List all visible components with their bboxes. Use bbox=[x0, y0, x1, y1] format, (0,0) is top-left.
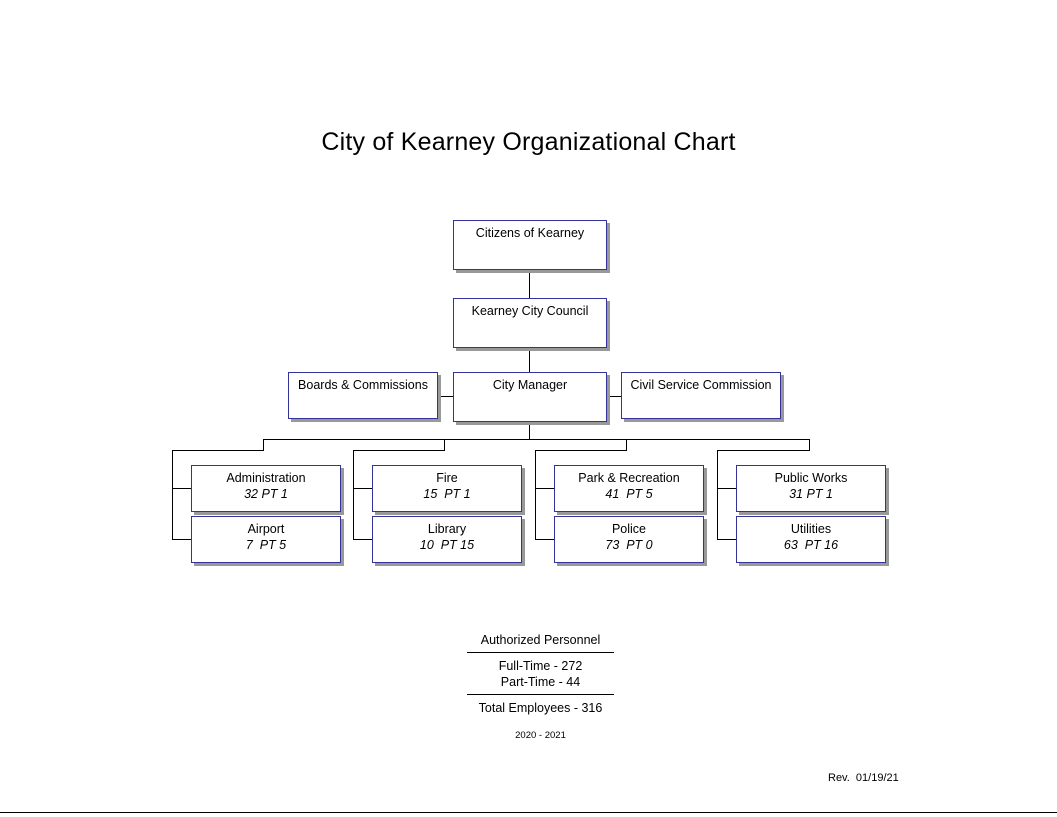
connector-column-2-stub-2 bbox=[353, 539, 373, 540]
summary-part-time: Part-Time - 44 bbox=[500, 675, 581, 689]
connector-column-2-spine bbox=[353, 450, 354, 540]
department-name: Police bbox=[611, 522, 647, 536]
node-label: City Manager bbox=[492, 378, 568, 392]
connector-column-4-stub-2 bbox=[717, 539, 737, 540]
connector-column-1-spine bbox=[172, 450, 173, 540]
summary-divider-bottom bbox=[467, 694, 614, 695]
summary-total-employees: Total Employees - 316 bbox=[478, 701, 603, 715]
authorized-personnel-summary: Authorized Personnel Full-Time - 272 Par… bbox=[467, 632, 614, 742]
node-kearney-city-council[interactable]: Kearney City Council bbox=[453, 298, 607, 348]
summary-divider-top bbox=[467, 652, 614, 653]
connector-column-2-stub-1 bbox=[353, 488, 373, 489]
page-title: City of Kearney Organizational Chart bbox=[321, 128, 736, 156]
department-name: Library bbox=[427, 522, 467, 536]
node-department-park-and-recreation[interactable]: Park & Recreation 41 PT 5 bbox=[554, 465, 704, 512]
department-staffing: 7 PT 5 bbox=[245, 538, 287, 552]
department-name: Airport bbox=[247, 522, 285, 536]
department-staffing: 73 PT 0 bbox=[605, 538, 653, 552]
connector-column-4-stub-1 bbox=[717, 488, 737, 489]
node-label: Boards & Commissions bbox=[298, 378, 428, 392]
department-name: Park & Recreation bbox=[578, 471, 680, 485]
connector-column-3-stub-2 bbox=[535, 539, 555, 540]
connector-column-3-stub-1 bbox=[535, 488, 555, 489]
node-department-library[interactable]: Library 10 PT 15 bbox=[372, 516, 522, 563]
connector-column-1-jog bbox=[172, 450, 264, 451]
node-department-public-works[interactable]: Public Works 31 PT 1 bbox=[736, 465, 886, 512]
page-bottom-rule bbox=[0, 812, 1057, 813]
department-name: Administration bbox=[226, 471, 306, 485]
department-staffing: 31 PT 1 bbox=[789, 487, 833, 501]
node-department-utilities[interactable]: Utilities 63 PT 16 bbox=[736, 516, 886, 563]
node-label: Kearney City Council bbox=[471, 304, 589, 318]
department-staffing: 63 PT 16 bbox=[783, 538, 839, 552]
connector-department-bus bbox=[263, 439, 810, 440]
connector-manager-bus-drop bbox=[529, 421, 530, 440]
node-department-airport[interactable]: Airport 7 PT 5 bbox=[191, 516, 341, 563]
connector-column-1-drop bbox=[263, 439, 264, 451]
node-department-fire[interactable]: Fire 15 PT 1 bbox=[372, 465, 522, 512]
node-boards-and-commissions[interactable]: Boards & Commissions bbox=[288, 372, 438, 419]
connector-manager-boards bbox=[437, 396, 454, 397]
department-staffing: 32 PT 1 bbox=[244, 487, 288, 501]
connector-column-4-drop bbox=[809, 439, 810, 451]
revision-stamp: Rev. 01/19/21 bbox=[828, 772, 899, 784]
connector-council-manager bbox=[529, 348, 530, 372]
summary-heading: Authorized Personnel bbox=[480, 633, 601, 647]
node-department-administration[interactable]: Administration 32 PT 1 bbox=[191, 465, 341, 512]
department-staffing: 41 PT 5 bbox=[605, 487, 653, 501]
connector-citizens-council bbox=[529, 270, 530, 300]
department-name: Public Works bbox=[774, 471, 848, 485]
connector-column-3-jog bbox=[535, 450, 627, 451]
department-staffing: 15 PT 1 bbox=[423, 487, 471, 501]
connector-column-1-stub-2 bbox=[172, 539, 192, 540]
node-label: Citizens of Kearney bbox=[475, 226, 585, 240]
department-staffing: 10 PT 15 bbox=[419, 538, 475, 552]
node-citizens-of-kearney[interactable]: Citizens of Kearney bbox=[453, 220, 607, 270]
summary-full-time: Full-Time - 272 bbox=[498, 659, 583, 673]
node-city-manager[interactable]: City Manager bbox=[453, 372, 607, 422]
node-label: Civil Service Commission bbox=[630, 378, 772, 392]
connector-column-1-stub-1 bbox=[172, 488, 192, 489]
connector-column-3-drop bbox=[626, 439, 627, 451]
summary-year-range: 2020 - 2021 bbox=[515, 730, 566, 741]
department-name: Utilities bbox=[790, 522, 832, 536]
department-name: Fire bbox=[436, 471, 458, 485]
connector-column-2-jog bbox=[353, 450, 445, 451]
connector-column-2-drop bbox=[444, 439, 445, 451]
connector-column-3-spine bbox=[535, 450, 536, 540]
node-department-police[interactable]: Police 73 PT 0 bbox=[554, 516, 704, 563]
connector-column-4-jog bbox=[717, 450, 810, 451]
connector-manager-civil-service bbox=[605, 396, 622, 397]
node-civil-service-commission[interactable]: Civil Service Commission bbox=[621, 372, 781, 419]
connector-column-4-spine bbox=[717, 450, 718, 540]
